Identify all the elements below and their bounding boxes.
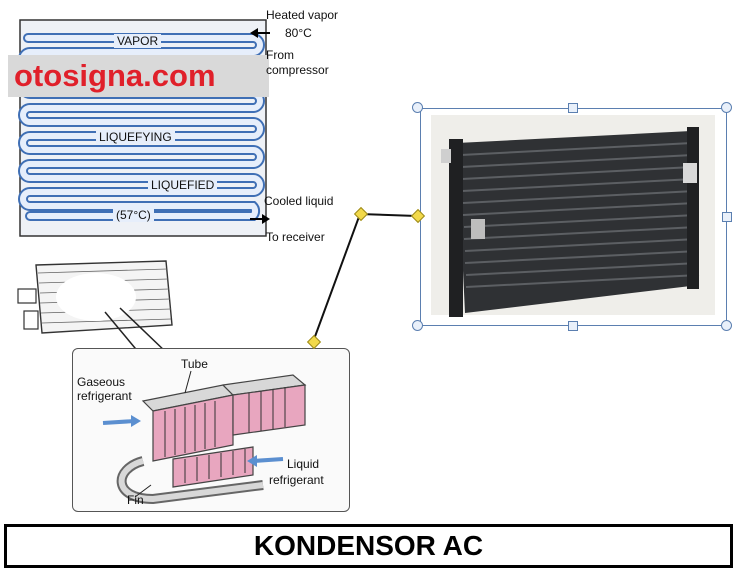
- heated-temp-label: 80°C: [285, 26, 312, 40]
- resize-handle-top[interactable]: [568, 103, 578, 113]
- from-label: From: [266, 48, 294, 62]
- title-banner: KONDENSOR AC: [4, 524, 733, 568]
- fin-label: Fin: [127, 493, 144, 507]
- to-receiver-label: To receiver: [266, 230, 325, 244]
- heated-vapor-label: Heated vapor: [266, 8, 339, 22]
- gaseous-refrigerant-label: refrigerant: [77, 389, 132, 403]
- liquid-label: Liquid: [287, 457, 320, 471]
- resize-handle-right[interactable]: [722, 212, 732, 222]
- liquid-refrigerant-label: refrigerant: [269, 473, 324, 487]
- resize-handle-bottom-left[interactable]: [412, 320, 423, 331]
- resize-handle-bottom-right[interactable]: [721, 320, 732, 331]
- condenser-photo: [431, 115, 715, 317]
- cooled-liquid-label: Cooled liquid: [264, 194, 334, 208]
- compressor-label: compressor: [266, 63, 329, 77]
- temperature-label: (57°C): [113, 208, 154, 222]
- resize-handle-bottom[interactable]: [568, 321, 578, 331]
- condenser-photo-frame[interactable]: [420, 108, 727, 326]
- tube-fin-detail-diagram: Tube Gaseous refrigerant Liquid refriger…: [72, 348, 350, 512]
- inlet-arrow-icon: [250, 28, 270, 38]
- condenser-unit-sketch: [16, 255, 176, 347]
- resize-handle-top-left[interactable]: [412, 102, 423, 113]
- gaseous-label: Gaseous: [77, 375, 126, 389]
- watermark-logo: otosigna.com: [8, 55, 269, 97]
- tube-label: Tube: [181, 357, 208, 371]
- liquefying-label: LIQUEFYING: [96, 130, 175, 144]
- vapor-label: VAPOR: [114, 34, 162, 48]
- page-title: KONDENSOR AC: [253, 530, 484, 561]
- outlet-arrow-icon: [250, 214, 270, 224]
- liquefied-label: LIQUEFIED: [148, 178, 218, 192]
- resize-handle-top-right[interactable]: [721, 102, 732, 113]
